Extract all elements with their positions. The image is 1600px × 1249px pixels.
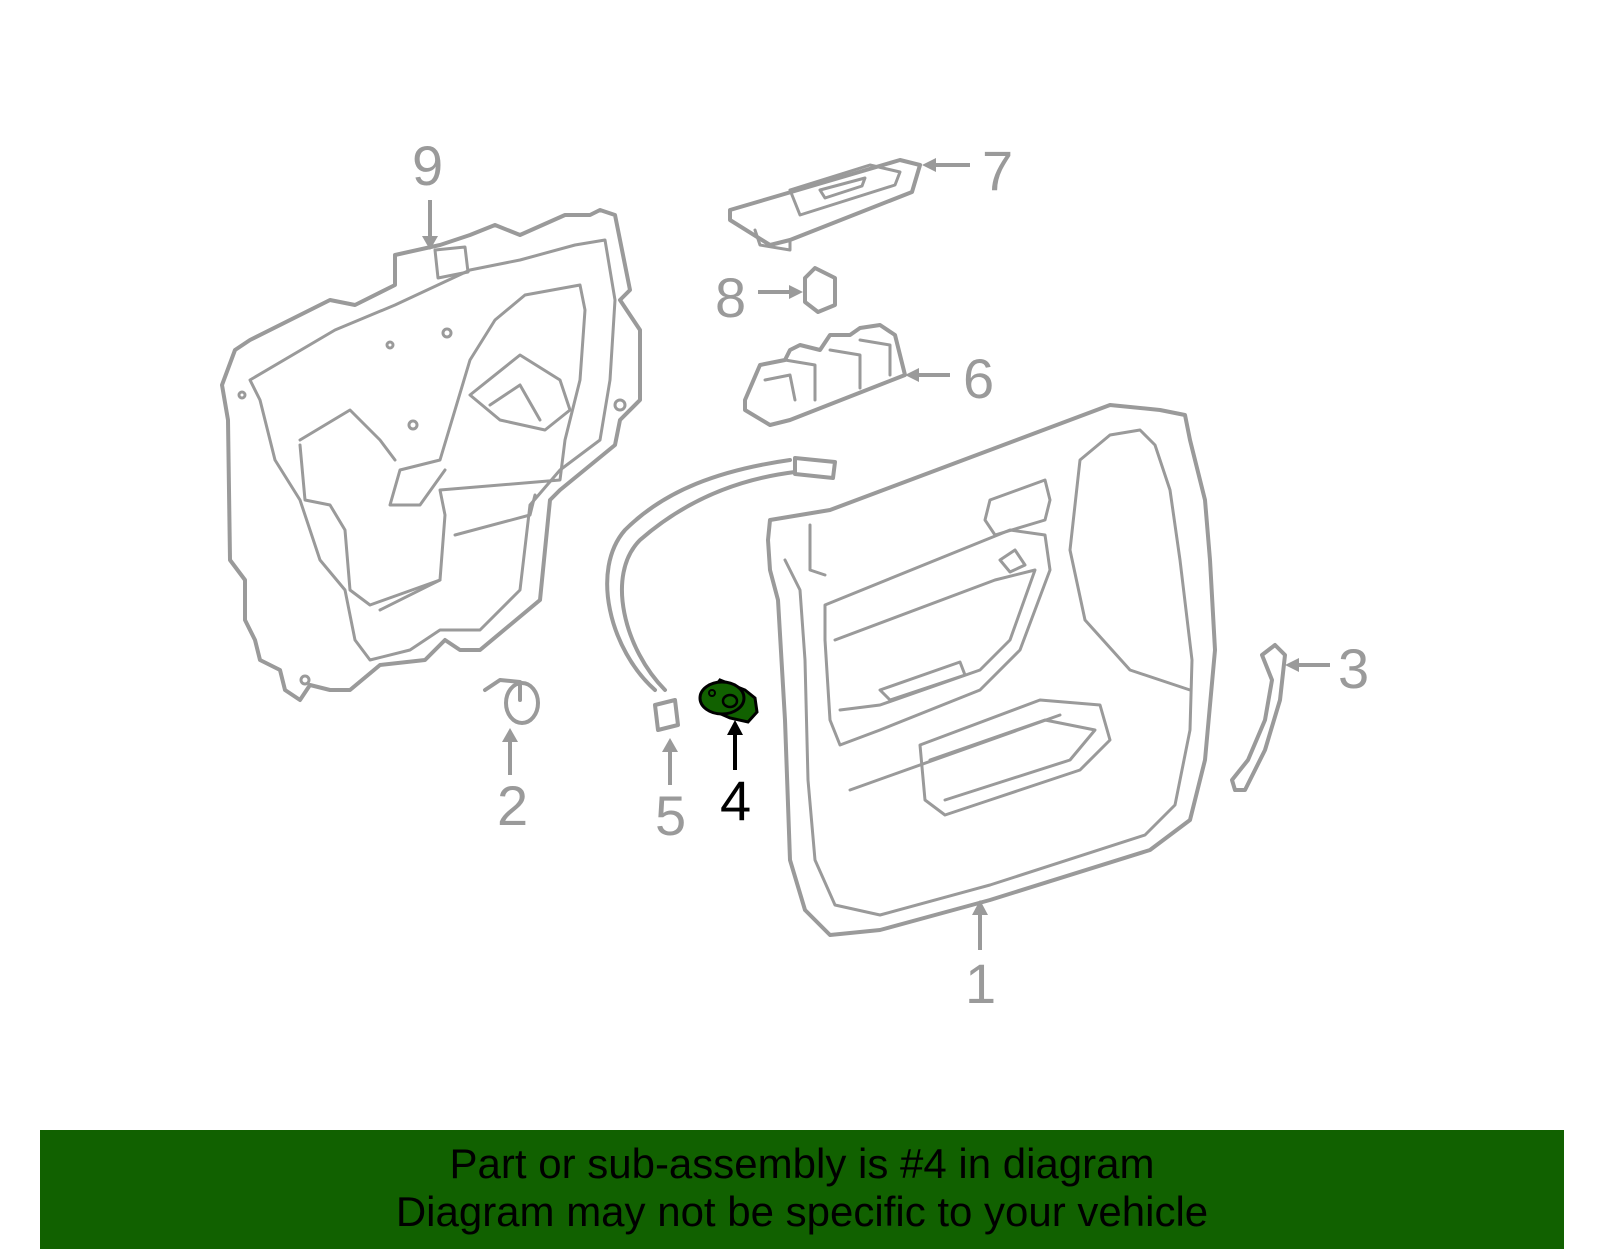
leader-2 (502, 728, 518, 775)
leader-6 (905, 368, 950, 382)
part-7-switch-bezel (728, 158, 922, 252)
leader-7 (922, 158, 970, 172)
parts-diagram: 9 7 8 6 (220, 134, 1369, 1015)
callout-3: 3 (1338, 637, 1369, 700)
part-6-window-switch (743, 323, 907, 427)
banner-line-1: Part or sub-assembly is #4 in diagram (449, 1140, 1155, 1187)
callout-8: 8 (715, 266, 746, 329)
callout-7: 7 (982, 139, 1013, 202)
part-3-trim-strip (1230, 643, 1287, 792)
part-2-retainer (483, 678, 540, 725)
callout-4: 4 (720, 769, 751, 832)
part-5-wiring-harness (605, 456, 837, 732)
callout-1: 1 (965, 952, 996, 1015)
callout-2: 2 (497, 774, 528, 837)
callout-9: 9 (412, 134, 443, 197)
leader-5 (662, 738, 678, 785)
leader-3 (1285, 658, 1330, 672)
part-9-inner-panel (220, 208, 642, 702)
leader-4 (727, 720, 743, 770)
info-banner: Part or sub-assembly is #4 in diagram Di… (40, 1130, 1564, 1249)
banner-line-2: Diagram may not be specific to your vehi… (395, 1188, 1209, 1235)
callout-5: 5 (655, 784, 686, 847)
leader-1 (972, 900, 988, 950)
leader-8 (758, 285, 803, 299)
part-1-door-trim-panel (766, 403, 1217, 937)
leader-9 (422, 200, 438, 250)
part-8-switch (803, 266, 837, 314)
callout-6: 6 (963, 347, 994, 410)
part-4-grommet (698, 678, 759, 724)
